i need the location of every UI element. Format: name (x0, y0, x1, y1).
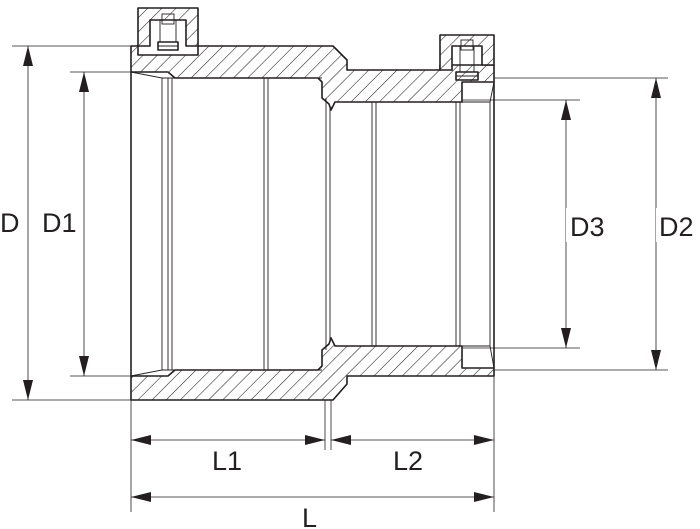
dimension-D2: D2 (651, 78, 700, 370)
dimension-L: L (131, 492, 494, 529)
left-terminal (137, 7, 199, 51)
dimension-L1: L1 (131, 435, 325, 476)
fitting-body (130, 45, 495, 401)
label-L: L (302, 503, 317, 529)
right-socket-lip (489, 81, 495, 369)
left-heating-zone (167, 77, 269, 371)
dimension-D1: D1 (38, 72, 89, 376)
dimension-D3: D3 (561, 100, 614, 348)
label-D3: D3 (570, 212, 605, 242)
right-terminal (439, 34, 495, 81)
right-heating-zone (371, 101, 461, 347)
extension-lines (12, 45, 668, 512)
label-D1: D1 (42, 208, 77, 238)
dimension-L2: L2 (331, 435, 494, 476)
bottom-wall-section (130, 337, 495, 401)
dimension-D: D (0, 46, 33, 400)
label-L2: L2 (393, 446, 423, 476)
label-D2: D2 (659, 212, 694, 242)
label-L1: L1 (212, 446, 242, 476)
left-socket-lip (130, 71, 163, 377)
label-D: D (0, 208, 20, 238)
